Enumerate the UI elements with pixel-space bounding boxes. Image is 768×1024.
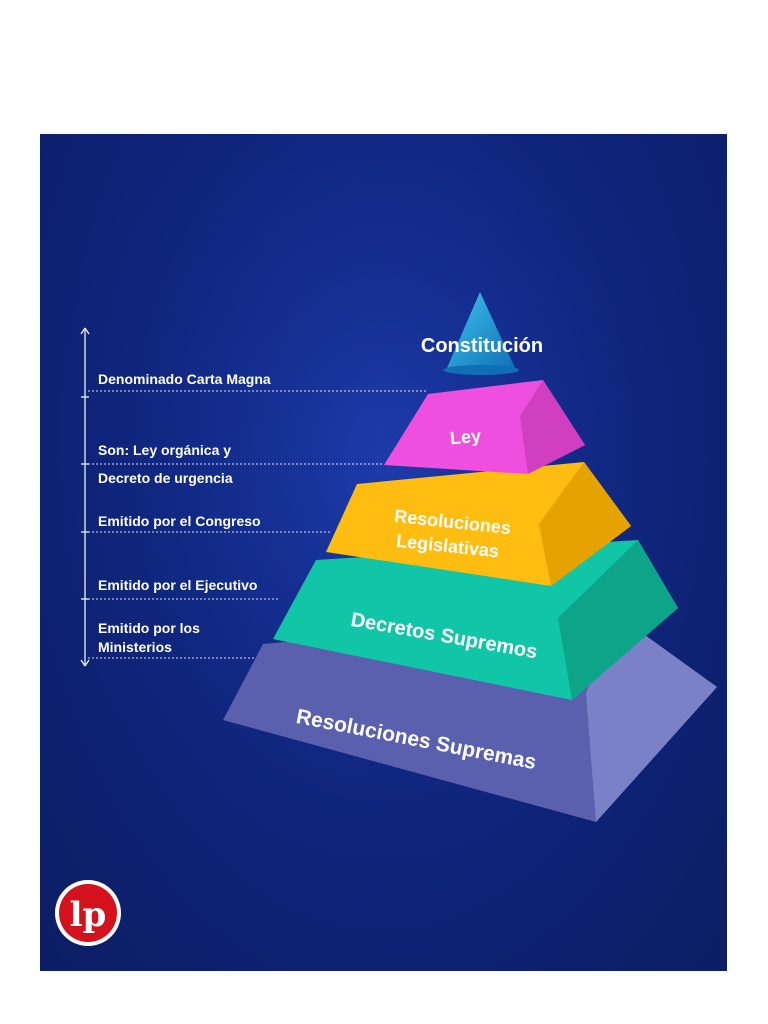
annotation-ley-organica-line1: Son: Ley orgánica y [98,442,232,458]
tier-resoluciones-legislativas: Resoluciones Legislativas [326,462,631,586]
annotation-ministerios-line2: Ministerios [98,639,172,655]
lp-logo: lp [55,880,121,946]
pyramid-diagram: Resoluciones Supremas Decretos Supremos … [40,134,727,971]
annotation-bracket [80,327,90,667]
annotation-ministerios-line1: Emitido por los [98,620,200,636]
annotation-ejecutivo: Emitido por el Ejecutivo [98,577,258,593]
tier-label-ley: Ley [449,426,482,449]
leader-lines [88,390,428,659]
tier-label-constitucion: Constitución [421,335,543,357]
diagram-panel: Resoluciones Supremas Decretos Supremos … [40,134,727,971]
annotation-ley-organica-line2: Decreto de urgencia [98,470,233,486]
annotation-congreso: Emitido por el Congreso [98,513,261,529]
tier-constitucion: Constitución [421,292,543,375]
annotation-carta-magna: Denominado Carta Magna [98,371,271,387]
tier-decretos-supremos: Decretos Supremos [273,540,678,700]
logo-text: lp [70,895,107,935]
tier-ley: Ley [384,380,585,474]
